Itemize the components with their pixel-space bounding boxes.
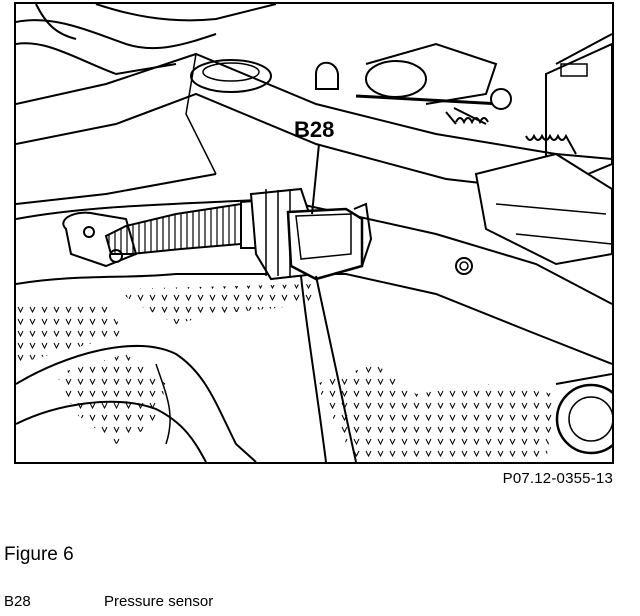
- figure-reference-code: P07.12-0355-13: [502, 470, 613, 487]
- figure-title: Figure 6: [4, 544, 74, 565]
- legend-description: Pressure sensor: [104, 593, 214, 610]
- callout-label-b28: B28: [294, 117, 334, 142]
- hatched-panel-middle: [316, 364, 556, 462]
- legend-key: B28: [4, 593, 31, 610]
- hatched-panel-bottom-left: [56, 354, 166, 444]
- engine-bay-illustration: B28: [16, 4, 612, 462]
- hatched-panel-lower: [16, 304, 126, 364]
- corrugated-hose: [104, 202, 242, 255]
- figure-frame: B28: [14, 2, 614, 464]
- hatched-panel-left: [116, 284, 316, 324]
- callout-leader-line: [311, 143, 320, 215]
- pressure-sensor-b28: [286, 202, 373, 281]
- legend-row: B28 Pressure sensor: [4, 593, 213, 610]
